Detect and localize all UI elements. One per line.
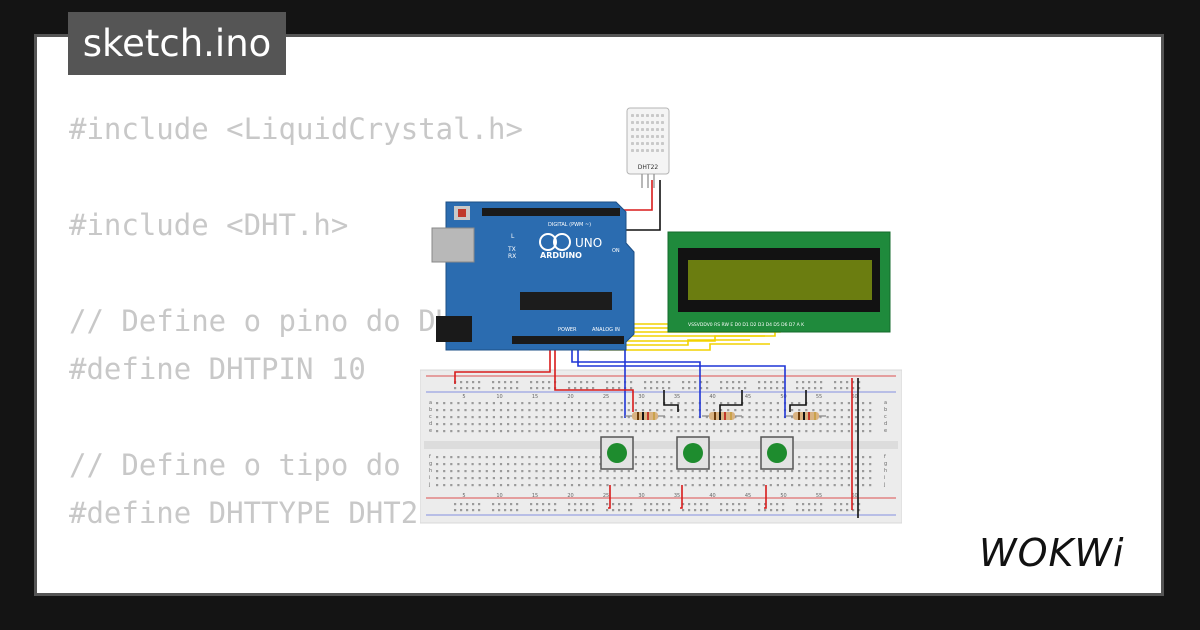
breadboard-column-number: 15: [532, 394, 538, 400]
breadboard-row-letter: d: [429, 421, 432, 427]
breadboard-column-number: 50: [780, 394, 786, 400]
breadboard-column-number: 10: [496, 493, 502, 499]
breadboard-column-numbers: 5510101515202025253030353540404545505055…: [462, 394, 857, 499]
code-line: #define DHTTYPE DHT22: [69, 496, 436, 530]
wire-black-gnd-2: [719, 390, 743, 412]
arduino-power-label: POWER: [558, 327, 577, 333]
breadboard-column-number: 20: [567, 493, 573, 499]
code-line: #include <LiquidCrystal.h>: [69, 112, 523, 146]
breadboard-column-number: 30: [638, 394, 644, 400]
breadboard-column-number: 35: [674, 493, 680, 499]
dht22-label: DHT22: [638, 164, 659, 171]
wire-black-gnd-1: [663, 390, 679, 412]
breadboard-column-number: 30: [638, 493, 644, 499]
breadboard-row-letter: h: [429, 468, 432, 474]
code-line: #include <DHT.h>: [69, 208, 349, 242]
arduino-digital-label: DIGITAL (PWM ~): [548, 222, 591, 228]
code-line: #define DHTPIN 10: [69, 352, 366, 386]
breadboard: 5510101515202025253030353540404545505055…: [420, 369, 902, 524]
breadboard-row-letter: b: [429, 407, 432, 413]
breadboard-column-number: 45: [745, 493, 751, 499]
arduino-rx-label: RX: [508, 253, 516, 260]
breadboard-column-number: 5: [462, 394, 465, 400]
circuit-diagram[interactable]: 5510101515202025253030353540404545505055…: [420, 100, 902, 525]
breadboard-column-number: 45: [745, 394, 751, 400]
arduino-on-label: ON: [612, 248, 620, 254]
file-tab[interactable]: sketch.ino: [68, 12, 286, 75]
lcd-pin-labels: VSSVDDV0 RS RW E D0 D1 D2 D3 D4 D5 D6 D7…: [688, 322, 805, 328]
code-line: // Cria um objeto do tipo DHT: [69, 592, 575, 593]
breadboard-row-letter: i: [429, 475, 430, 481]
code-line: // Define o pino do DHT22: [69, 304, 506, 338]
breadboard-row-letter: j: [428, 482, 430, 488]
breadboard-row-letter: a: [884, 400, 887, 406]
breadboard-column-number: 25: [603, 394, 609, 400]
breadboard-row-letter: c: [884, 414, 887, 420]
wire-black-gnd-3: [789, 390, 807, 412]
breadboard-column-number: 55: [816, 394, 822, 400]
wokwi-logo-text: WOKWi: [979, 531, 1125, 575]
breadboard-column-number: 15: [532, 493, 538, 499]
resistors: [625, 412, 826, 420]
wire-red-power: [454, 345, 551, 384]
breadboard-row-letter: g: [884, 461, 887, 467]
lcd-display[interactable]: VSSVDDV0 RS RW E D0 D1 D2 D3 D4 D5 D6 D7…: [667, 231, 891, 333]
wire-red-btn-2: [680, 485, 683, 509]
breadboard-column-number: 60: [851, 394, 857, 400]
arduino-logo-text: ARDUINO: [540, 251, 582, 260]
dht22-vent-grid: [631, 114, 664, 152]
wire-red-btn-1: [608, 485, 611, 509]
resistor-1: [625, 412, 665, 420]
breadboard-column-number: 35: [674, 394, 680, 400]
breadboard-row-letter: h: [884, 468, 887, 474]
arduino-model-text: UNO: [575, 236, 602, 250]
breadboard-row-letter: g: [429, 461, 432, 467]
code-editor: #include <LiquidCrystal.h> #include <DHT…: [69, 105, 575, 593]
resistor-3: [786, 412, 826, 420]
breadboard-row-letter: d: [884, 421, 887, 427]
breadboard-row-letter: e: [429, 428, 432, 434]
wire-red-btn-3: [764, 485, 767, 509]
breadboard-row-letter: c: [429, 414, 432, 420]
arduino-analog-label: ANALOG IN: [592, 327, 620, 333]
breadboard-row-letter: j: [883, 482, 885, 488]
breadboard-row-letter: f: [429, 454, 431, 460]
pushbutton-3: [760, 436, 794, 470]
breadboard-row-letter: b: [884, 407, 887, 413]
pushbuttons[interactable]: [600, 436, 794, 470]
pushbutton-2: [676, 436, 710, 470]
breadboard-column-number: 40: [709, 394, 715, 400]
breadboard-column-number: 50: [780, 493, 786, 499]
arduino-tx-label: TX: [507, 246, 516, 253]
breadboard-row-letter: i: [884, 475, 885, 481]
pushbutton-1: [600, 436, 634, 470]
dht22-sensor[interactable]: DHT22: [626, 107, 670, 188]
breadboard-column-number: 55: [816, 493, 822, 499]
breadboard-holes: [436, 381, 872, 512]
breadboard-column-number: 10: [496, 394, 502, 400]
wire-red-drop: [554, 345, 634, 412]
breadboard-column-number: 40: [709, 493, 715, 499]
breadboard-row-letter: a: [429, 400, 432, 406]
reset-button[interactable]: [458, 209, 466, 217]
breadboard-column-number: 5: [462, 493, 465, 499]
breadboard-column-number: 60: [851, 493, 857, 499]
resistor-2: [702, 412, 742, 420]
arduino-uno[interactable]: ARDUINO UNO TX RX L ON DIGITAL (PWM ~) P…: [431, 201, 635, 351]
arduino-l-label: L: [511, 233, 515, 240]
code-line: // Define o tipo do DHT: [69, 448, 471, 482]
breadboard-row-letter: f: [884, 454, 886, 460]
file-tab-label: sketch.ino: [82, 22, 272, 65]
breadboard-row-letter: e: [884, 428, 887, 434]
breadboard-column-number: 20: [567, 394, 573, 400]
wokwi-logo: WOKWi: [975, 520, 1155, 584]
breadboard-column-number: 25: [603, 493, 609, 499]
